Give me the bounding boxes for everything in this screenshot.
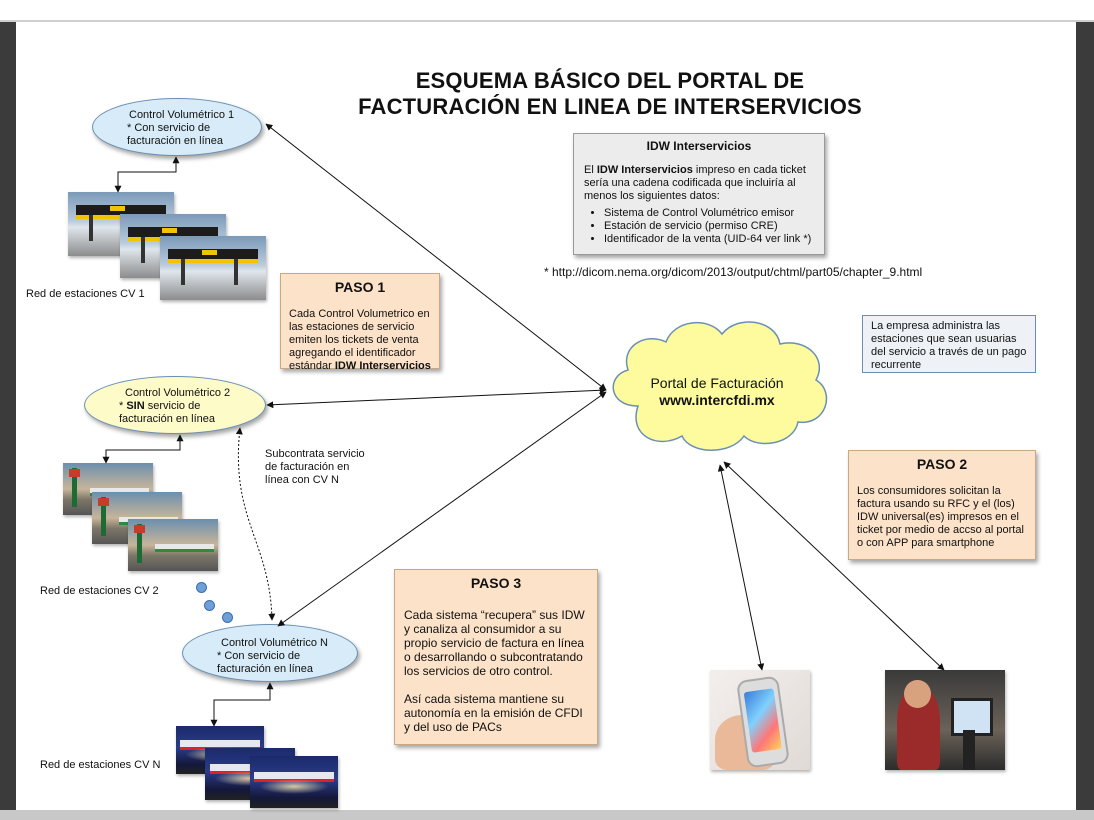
paso2-text: Los consumidores solicitan la factura us… — [857, 485, 1024, 549]
paso2-box: PASO 2 Los consumidores solicitan la fac… — [848, 450, 1036, 560]
portal-label-block: Portal de Facturación www.intercfdi.mx — [632, 375, 802, 409]
paso1-text: Cada Control Volumetrico en las estacion… — [289, 308, 431, 372]
paso3-heading: PASO 3 — [470, 575, 522, 591]
cv2-detail-2: facturación en línea — [119, 413, 216, 425]
cvn-detail-2: facturación en línea — [217, 663, 314, 675]
viewer-right-gutter — [1076, 22, 1094, 812]
paso1-box: PASO 1 Cada Control Volumetrico en las e… — [280, 273, 440, 372]
title-line-2: FACTURACIÓN EN LINEA DE INTERSERVICIOS — [358, 94, 862, 119]
smartphone-photo — [710, 670, 810, 770]
kiosk-photo — [885, 670, 1005, 770]
paso3-para-1: Cada sistema “recupera” sus IDW y canali… — [404, 608, 585, 678]
ellipsis-dot-1 — [196, 582, 207, 593]
ellipsis-dot-2 — [204, 600, 215, 611]
cv1-name: Control Volumétrico 1 — [129, 109, 235, 121]
cv2-network-label: Red de estaciones CV 2 — [40, 585, 159, 597]
subcontrata-note: Subcontrata servicio de facturación en l… — [265, 448, 365, 486]
ellipsis-dot-3 — [222, 612, 233, 623]
cloud-shape — [612, 321, 828, 451]
cvn-name: Control Volumétrico N — [221, 637, 328, 649]
cv1-ellipse: Control Volumétrico 1 * Con servicio de … — [92, 98, 262, 156]
cv1-network-label: Red de estaciones CV 1 — [26, 288, 145, 300]
idw-bullets: Sistema de Control Volumétrico emisor Es… — [584, 207, 814, 246]
paso3-box: PASO 3 Cada sistema “recupera” sus IDW y… — [394, 569, 598, 745]
portal-cloud — [612, 321, 828, 451]
idw-bullet: Estación de servicio (permiso CRE) — [604, 220, 814, 233]
cvn-detail-1: * Con servicio de — [217, 650, 301, 662]
idw-heading: IDW Interservicios — [646, 139, 752, 153]
paso3-para-2: Así cada sistema mantiene su autonomía e… — [404, 692, 583, 734]
viewer-left-gutter — [0, 22, 16, 812]
viewer-bottom-scrollbar[interactable] — [0, 810, 1094, 820]
idw-bullet: Identificador de la venta (UID-64 ver li… — [604, 233, 814, 246]
cv2-detail-1: * SIN servicio de — [119, 400, 201, 412]
cv1-detail-2: facturación en línea — [127, 135, 224, 147]
viewer-top-divider — [0, 20, 1094, 22]
cv2-name: Control Volumétrico 2 — [125, 387, 231, 399]
empresa-box: La empresa administra las estaciones que… — [862, 315, 1036, 373]
idw-intro: El IDW Interservicios impreso en cada ti… — [584, 164, 806, 202]
cv1-detail-1: * Con servicio de — [127, 122, 211, 134]
cvn-network-label: Red de estaciones CV N — [40, 759, 161, 771]
paso1-heading: PASO 1 — [334, 279, 386, 295]
paso2-heading: PASO 2 — [916, 456, 968, 472]
viewer-top-bar — [0, 0, 1094, 20]
title-line-1: ESQUEMA BÁSICO DEL PORTAL DE — [415, 68, 805, 93]
cv2-station-photo-3 — [128, 519, 218, 571]
cvn-ellipse: Control Volumétrico N * Con servicio de … — [182, 624, 358, 682]
empresa-text: La empresa administra las estaciones que… — [871, 320, 1027, 371]
idw-box: IDW Interservicios El IDW Interservicios… — [573, 133, 825, 255]
idw-bullet: Sistema de Control Volumétrico emisor — [604, 207, 814, 220]
cv2-ellipse: Control Volumétrico 2 * SIN servicio de … — [84, 376, 266, 434]
portal-url[interactable]: www.intercfdi.mx — [659, 392, 775, 408]
cvn-station-photo-3 — [250, 756, 338, 808]
dicom-link-note[interactable]: * http://dicom.nema.org/dicom/2013/outpu… — [544, 265, 923, 279]
diagram-title: ESQUEMA BÁSICO DEL PORTAL DE FACTURACIÓN… — [310, 68, 910, 120]
portal-label: Portal de Facturación — [650, 375, 784, 391]
cv1-station-photo-3 — [160, 236, 266, 300]
